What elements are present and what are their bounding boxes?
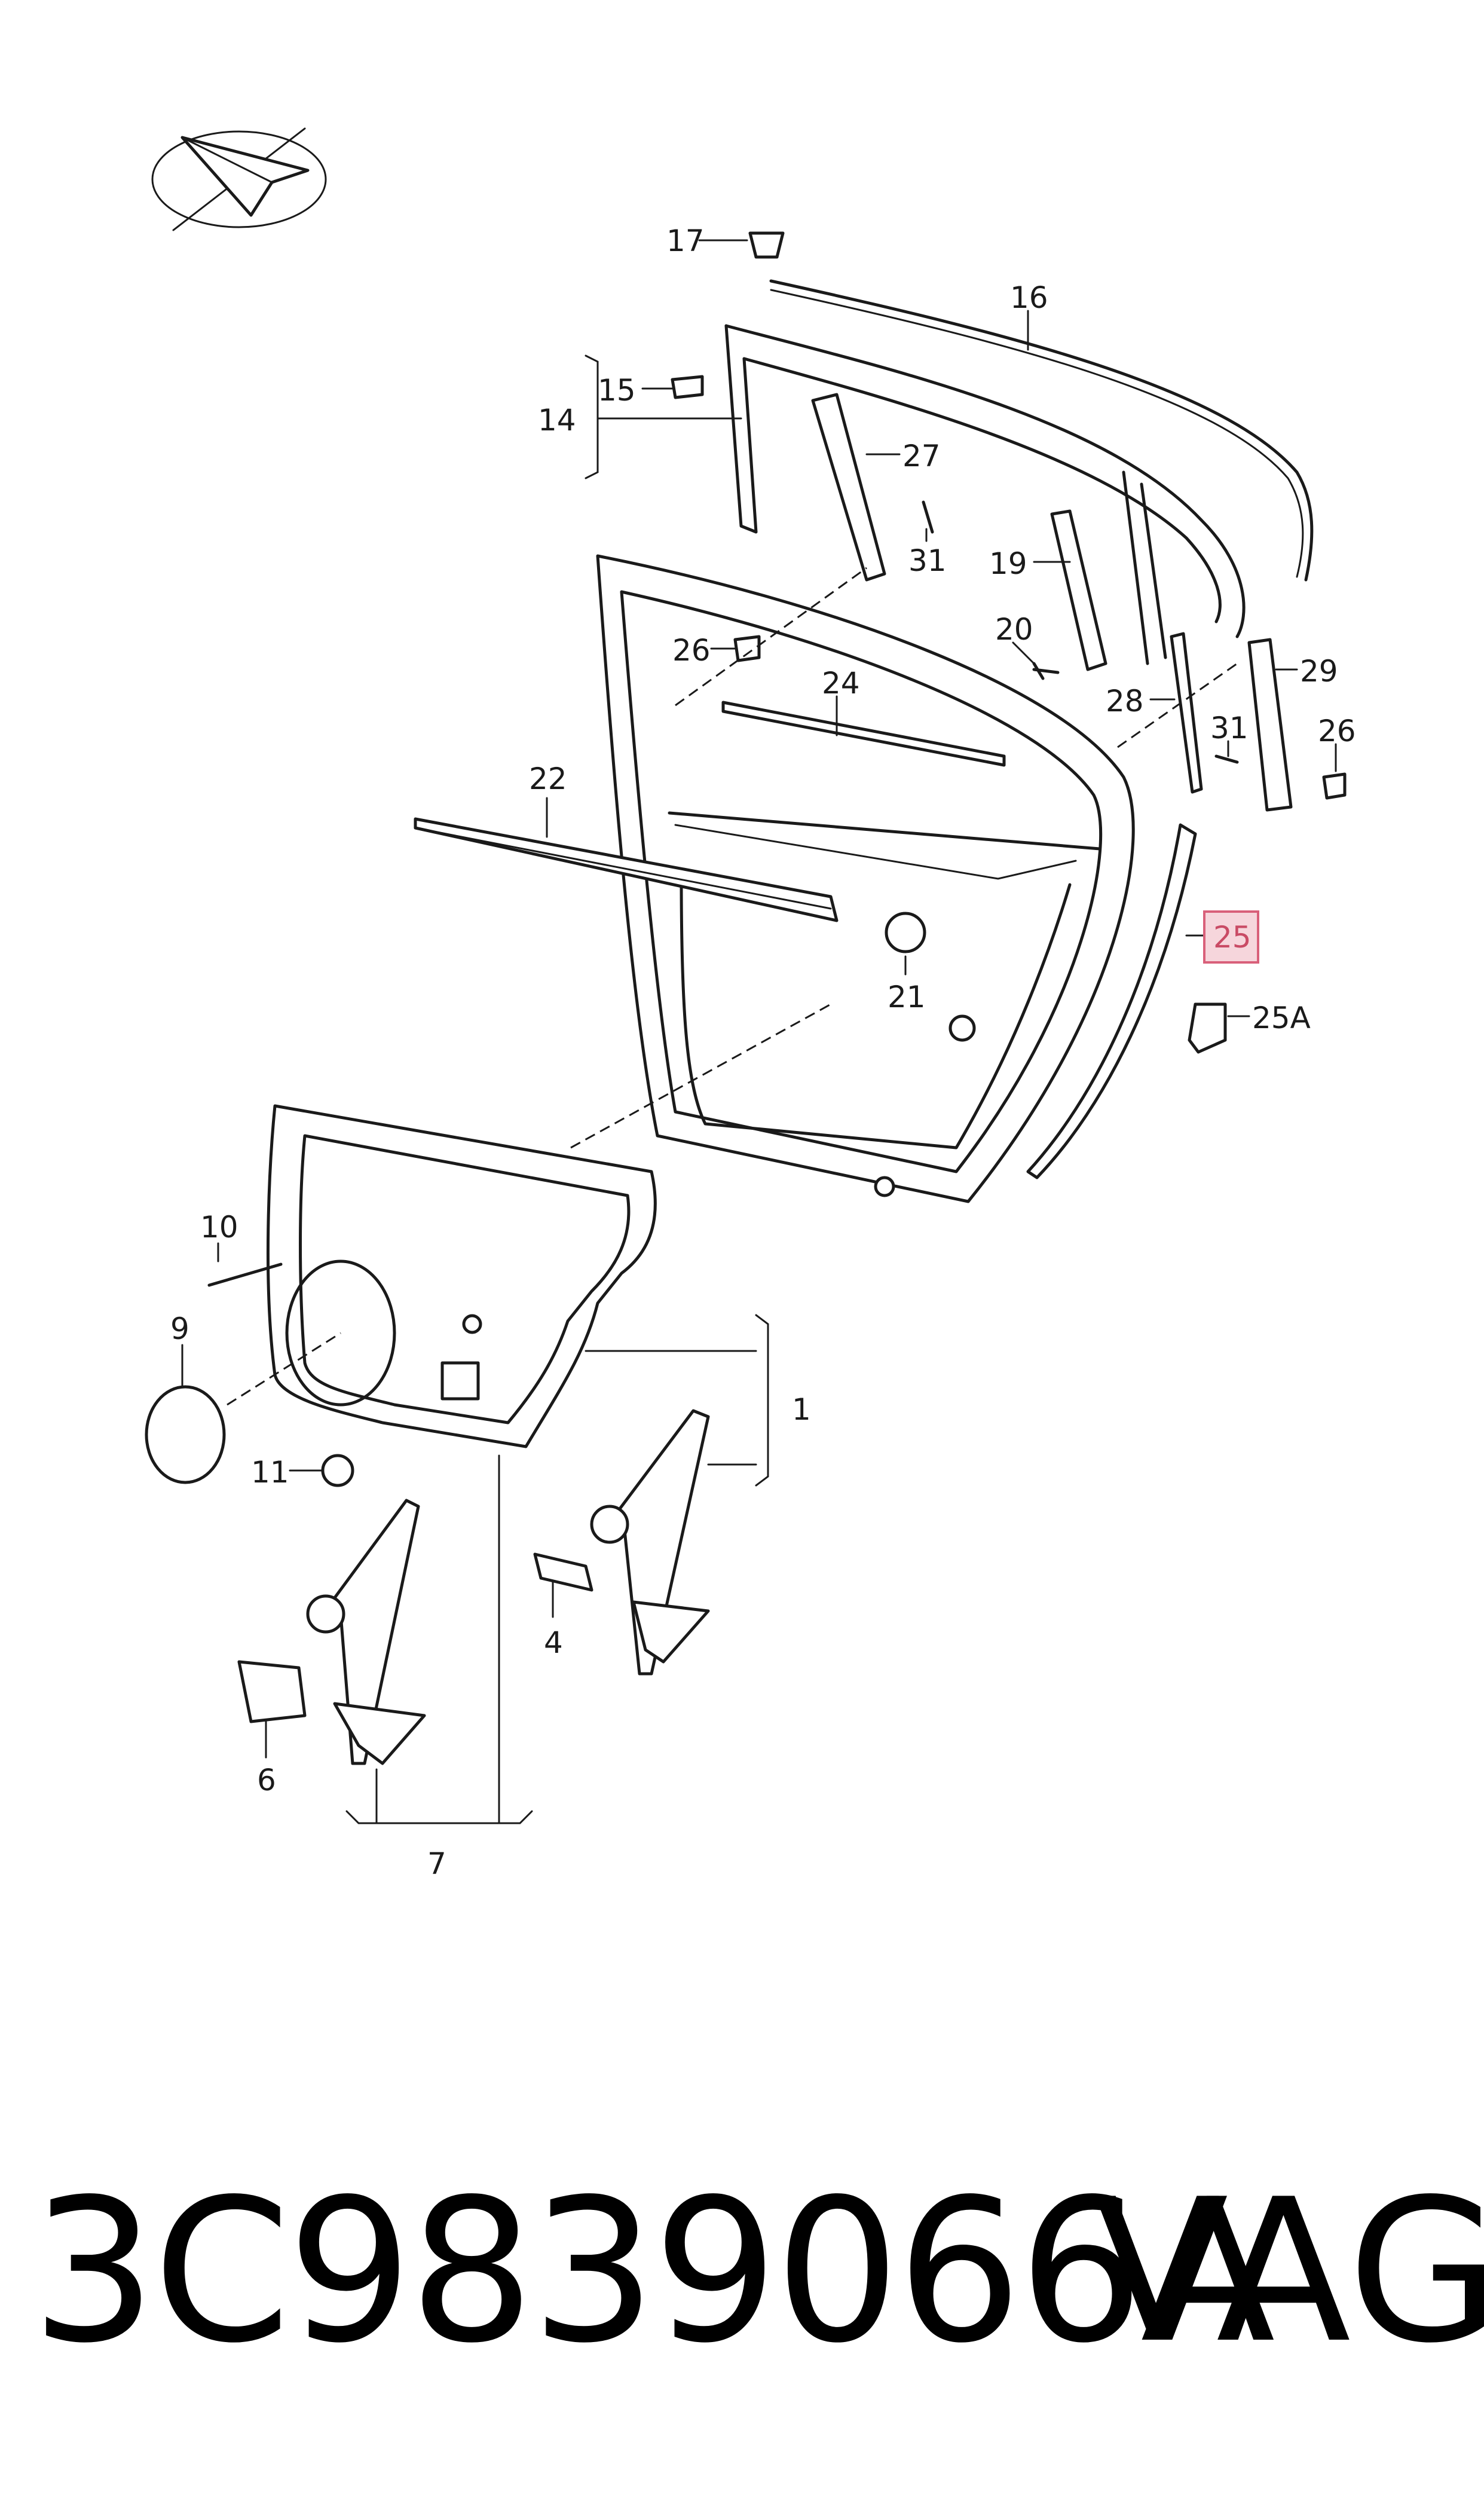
label-11: 11 — [251, 1455, 289, 1490]
door-shell — [596, 554, 1135, 1203]
label-31-right: 31 — [1210, 711, 1249, 745]
seal-25 — [1026, 823, 1197, 1179]
window-regulator-7 — [306, 1499, 426, 1765]
screw-31-right — [1214, 754, 1239, 764]
clip-17 — [748, 231, 785, 259]
parts-diagram: 17 16 15 14 27 31 19 20 26 24 28 29 31 2… — [145, 127, 1356, 1881]
label-7: 7 — [427, 1847, 446, 1881]
label-26-right: 26 — [1318, 714, 1356, 748]
label-19: 19 — [989, 546, 1027, 581]
label-4: 4 — [544, 1625, 563, 1660]
label-26-left: 26 — [672, 633, 711, 668]
guide-channel-27 — [811, 393, 886, 582]
direction-arrow-icon — [151, 127, 327, 231]
label-15: 15 — [598, 373, 636, 408]
screw-31-top — [922, 500, 934, 534]
clip-4 — [533, 1552, 593, 1592]
seal-28 — [1170, 632, 1203, 794]
footer: 3C9839066A VAG — [0, 2152, 1484, 2391]
label-21: 21 — [888, 980, 926, 1014]
window-frame — [724, 324, 1246, 665]
cover-9 — [145, 1385, 226, 1484]
label-10: 10 — [200, 1210, 238, 1245]
label-31-top: 31 — [908, 543, 947, 578]
label-25a: 25A — [1252, 1001, 1311, 1035]
window-regulator-1 — [590, 1409, 710, 1676]
brand-name: VAG — [1094, 2157, 1484, 2386]
label-27: 27 — [902, 439, 941, 473]
screw-20 — [1032, 662, 1060, 680]
label-29: 29 — [1300, 654, 1338, 689]
label-14: 14 — [538, 403, 576, 438]
clip-15 — [671, 375, 704, 399]
ring-11 — [321, 1454, 354, 1487]
guide-channel-19 — [1050, 509, 1107, 671]
label-25-highlight — [1203, 910, 1259, 964]
label-9: 9 — [170, 1312, 189, 1346]
label-1: 1 — [792, 1392, 811, 1427]
label-6: 6 — [257, 1763, 276, 1797]
seal-29 — [1247, 638, 1293, 812]
clip-26-right — [1322, 772, 1347, 800]
module-carrier — [266, 1104, 657, 1448]
clip-25a — [1188, 1002, 1227, 1054]
clip-26-left — [733, 635, 761, 662]
outer-strip-22 — [414, 817, 839, 922]
plug-21 — [885, 912, 926, 953]
screw-10 — [207, 1262, 283, 1287]
label-24: 24 — [822, 666, 860, 701]
label-22: 22 — [529, 762, 567, 796]
label-17: 17 — [666, 224, 705, 258]
label-16: 16 — [1010, 280, 1048, 315]
label-20: 20 — [995, 612, 1033, 647]
part-number: 3C9839066A — [31, 2157, 1275, 2386]
label-25: 25 — [1213, 920, 1252, 955]
trim-strip-16 — [769, 279, 1314, 582]
label-28: 28 — [1106, 684, 1144, 719]
motor-6 — [237, 1660, 307, 1723]
inner-strip-24 — [721, 701, 1006, 767]
